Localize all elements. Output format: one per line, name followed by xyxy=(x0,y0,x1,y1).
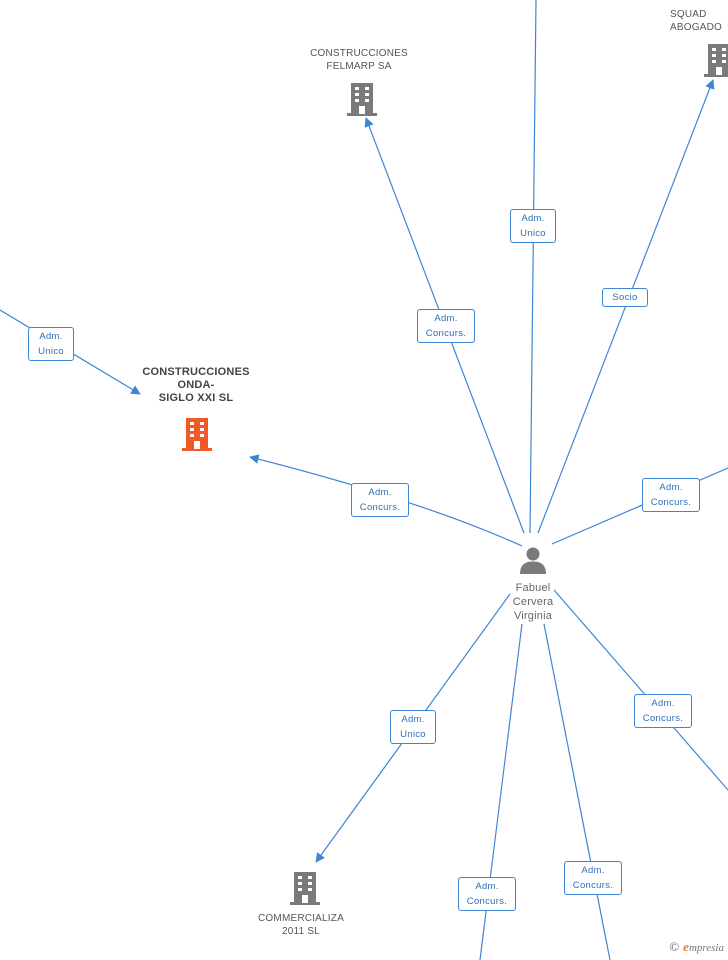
company-label-construcciones-onda[interactable]: CONSTRUCCIONES ONDA- SIGLO XXI SL xyxy=(142,366,250,404)
person-icon[interactable] xyxy=(518,545,548,575)
building-icon[interactable] xyxy=(180,416,214,452)
edge-label-adm-concurs-right[interactable]: Adm. Concurs. xyxy=(642,478,700,512)
edge-label-adm-concurs-bottom-left[interactable]: Adm. Concurs. xyxy=(458,877,516,911)
edge-label-adm-unico-left[interactable]: Adm. Unico xyxy=(28,327,74,361)
empresia-watermark: ©empresia xyxy=(669,939,724,955)
edge-label-adm-unico-top[interactable]: Adm. Unico xyxy=(510,209,556,243)
edge-label-adm-concurs-onda[interactable]: Adm. Concurs. xyxy=(351,483,409,517)
copyright-icon: © xyxy=(669,939,680,954)
building-icon[interactable] xyxy=(288,870,322,906)
edge-label-socio-squad[interactable]: Socio xyxy=(602,288,648,307)
edge-lower-right xyxy=(553,589,728,791)
brand-first-letter: e xyxy=(683,939,689,954)
edge-bottom-right xyxy=(543,623,611,960)
company-label-commercializa[interactable]: COMMERCIALIZA 2011 SL xyxy=(258,913,344,937)
building-icon[interactable] xyxy=(702,42,728,78)
person-name-label[interactable]: Fabuel Cervera Virginia xyxy=(512,582,554,622)
building-icon[interactable] xyxy=(345,81,379,117)
edge-label-adm-concurs-felmarp[interactable]: Adm. Concurs. xyxy=(417,309,475,343)
edge-top xyxy=(529,0,537,534)
company-label-squad-abogados[interactable]: SQUAD ABOGADO xyxy=(670,9,722,33)
company-label-construcciones-felmarp[interactable]: CONSTRUCCIONES FELMARP SA xyxy=(310,48,408,72)
edge-right xyxy=(551,467,728,545)
edge-label-adm-concurs-lower-right[interactable]: Adm. Concurs. xyxy=(634,694,692,728)
brand-name: mpresia xyxy=(688,942,724,954)
edge-label-adm-unico-commercializa[interactable]: Adm. Unico xyxy=(390,710,436,744)
edge-label-adm-concurs-bottom-right[interactable]: Adm. Concurs. xyxy=(564,861,622,895)
